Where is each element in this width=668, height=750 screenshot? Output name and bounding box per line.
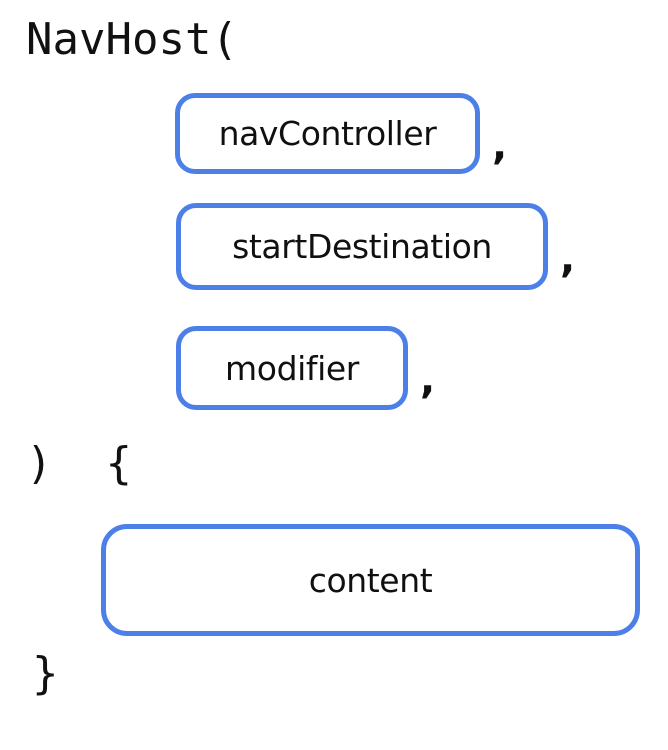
code-line-close-brace: }: [32, 648, 59, 699]
comma-separator-navcontroller: ,: [492, 122, 508, 169]
code-line-navhost-open: NavHost(: [26, 14, 238, 65]
parameter-row-startdestination: startDestination ,: [176, 203, 575, 290]
parameter-row-navcontroller: navController ,: [175, 93, 507, 174]
content-label: content: [308, 560, 433, 600]
parameter-box-startdestination[interactable]: startDestination: [176, 203, 548, 290]
parameter-row-modifier: modifier ,: [176, 326, 435, 410]
parameter-label-modifier: modifier: [225, 348, 359, 388]
parameter-label-navcontroller: navController: [218, 114, 437, 153]
parameter-box-navcontroller[interactable]: navController: [175, 93, 480, 174]
content-box[interactable]: content: [101, 524, 640, 636]
parameter-label-startdestination: startDestination: [232, 227, 492, 266]
parameter-box-modifier[interactable]: modifier: [176, 326, 408, 410]
code-line-close-paren-open-brace: ) {: [26, 438, 132, 489]
content-row: content: [101, 524, 640, 636]
comma-separator-modifier: ,: [420, 357, 436, 403]
comma-separator-startdestination: ,: [560, 235, 576, 282]
